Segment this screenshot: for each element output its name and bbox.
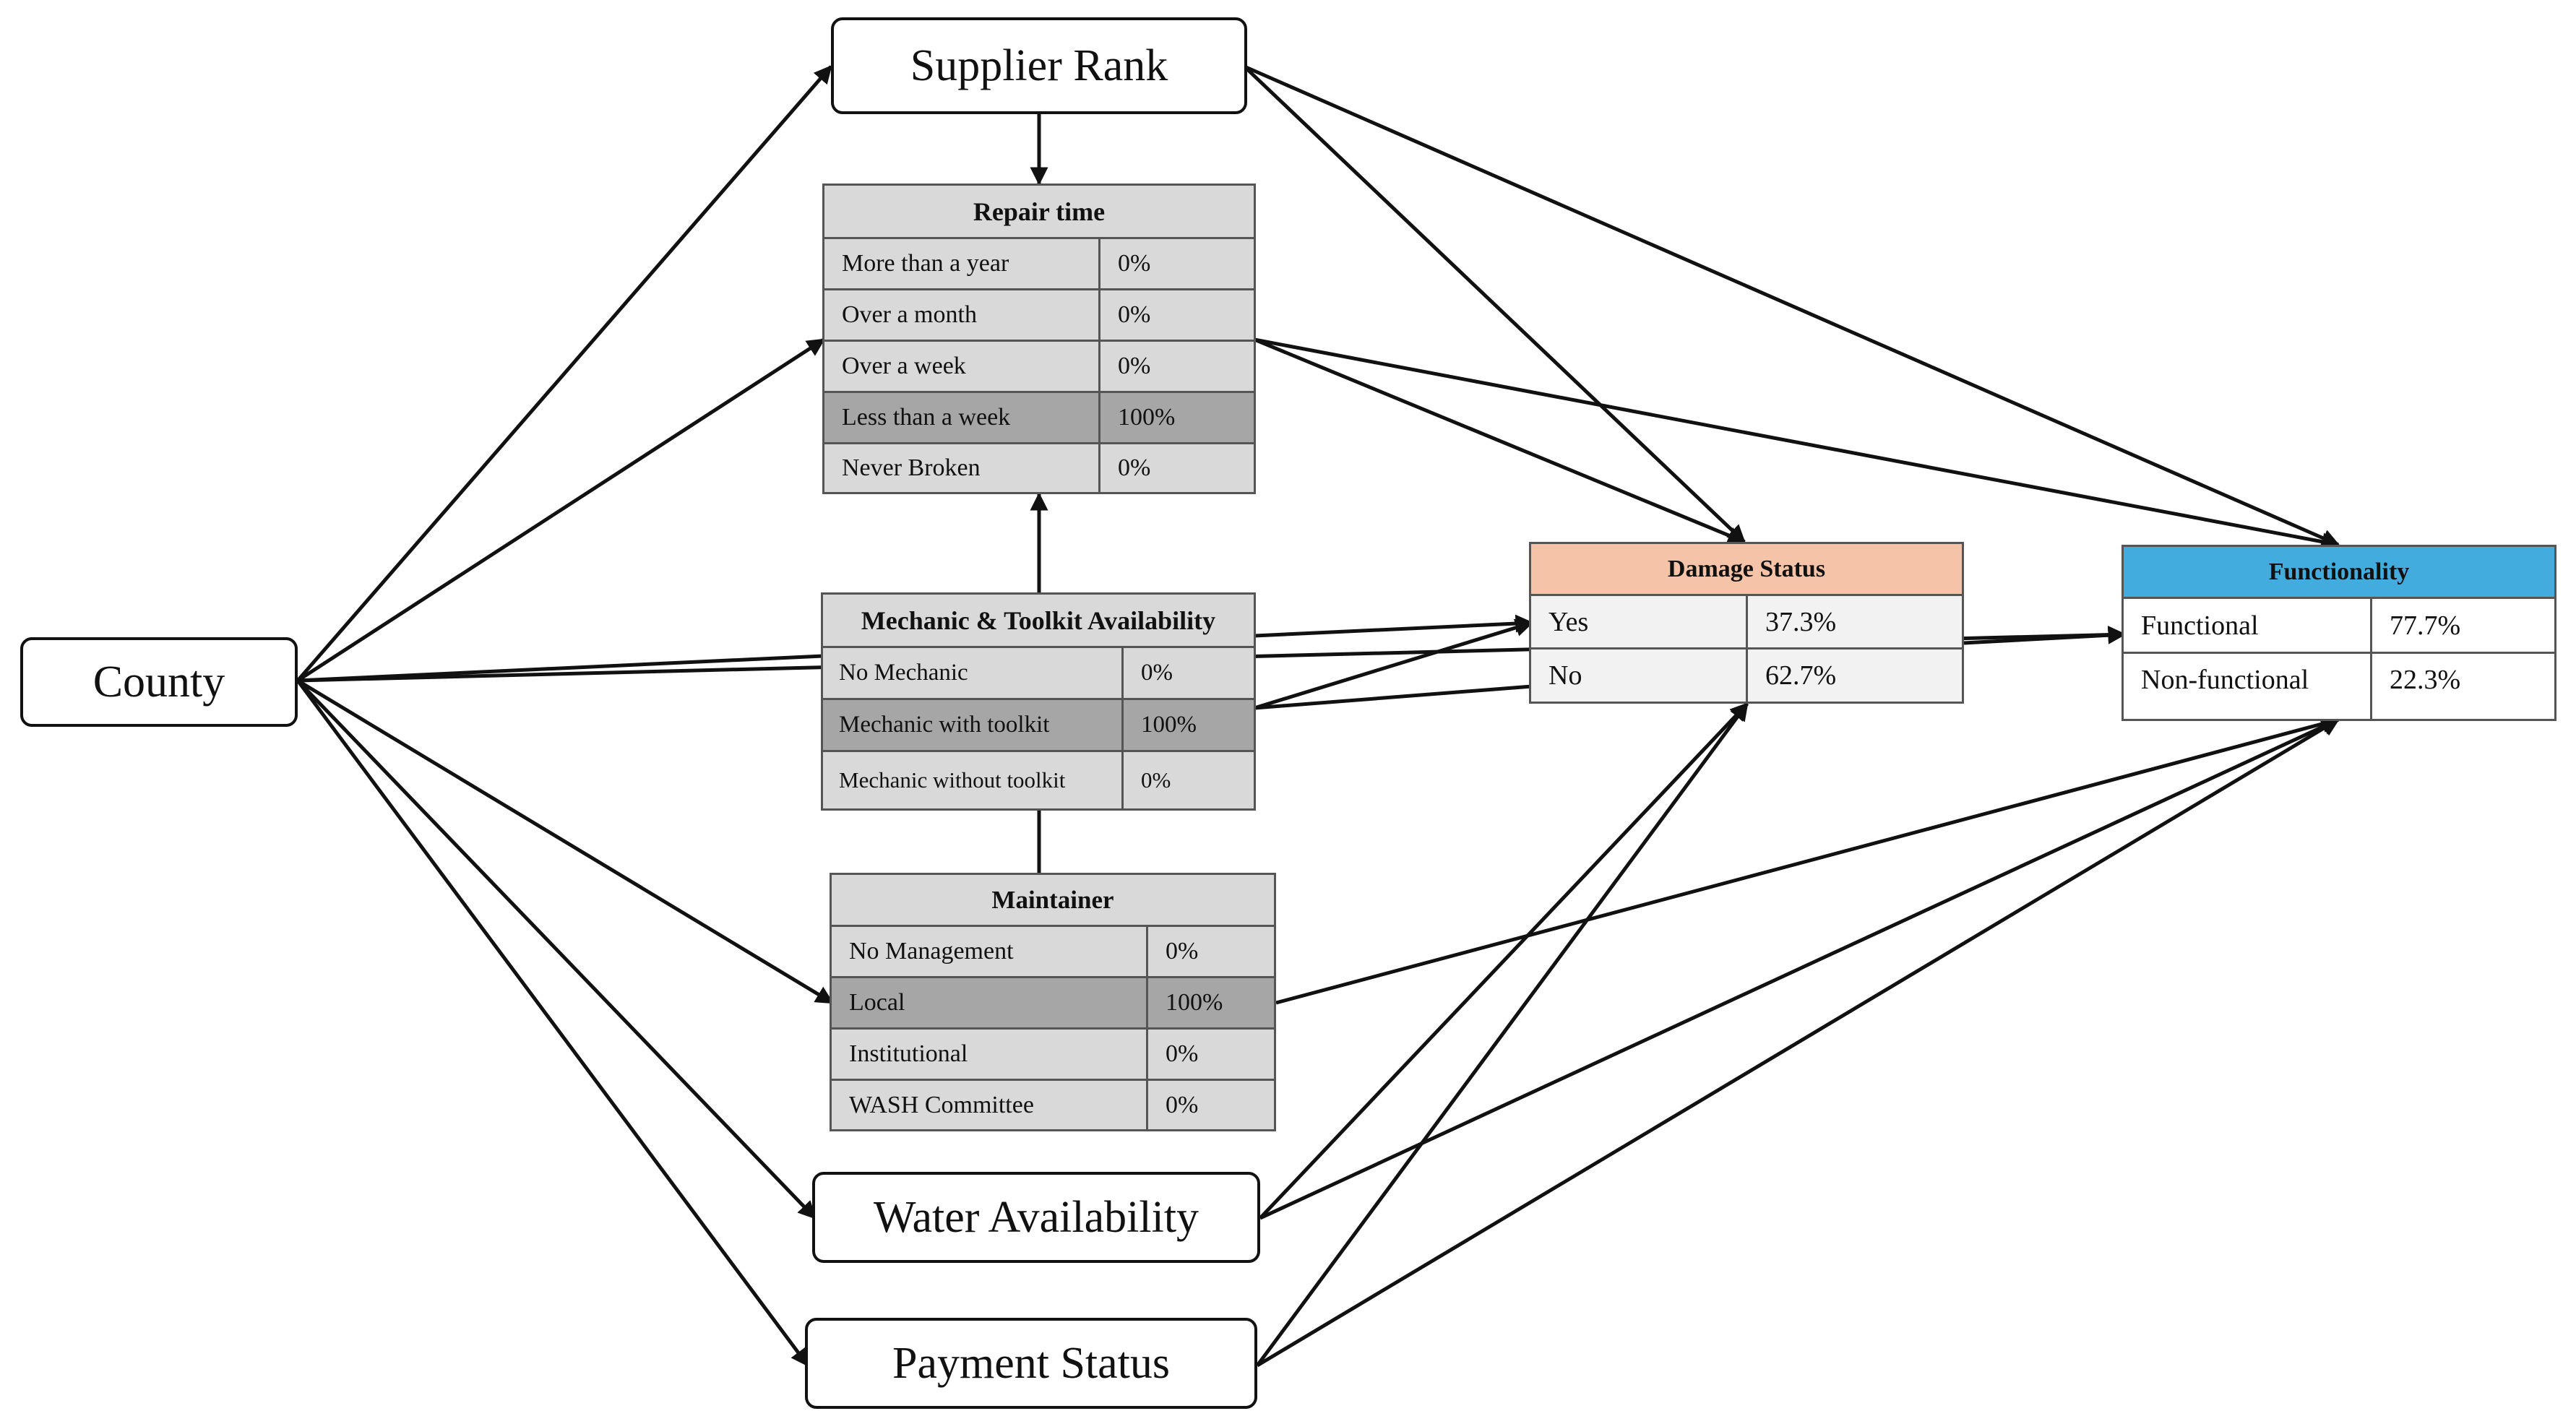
row-label: No — [1531, 650, 1748, 702]
row-value: 0% — [1118, 454, 1151, 481]
table-row: WASH Committee 0% — [832, 1081, 1274, 1129]
edge-water-damage — [1259, 702, 1749, 1220]
edge-supplier-damage — [1243, 65, 1746, 543]
edge-maintainer-functionality — [1275, 715, 2340, 1005]
edge-water-functionality — [1259, 717, 2340, 1220]
row-label: No Management — [832, 927, 1148, 976]
row-value: 0% — [1141, 660, 1173, 686]
table-row: Never Broken 0% — [824, 444, 1254, 492]
row-value: 77.7% — [2390, 610, 2461, 641]
table-row: Yes 37.3% — [1531, 596, 1962, 650]
edge-mechanic-functionality — [1254, 684, 1533, 710]
row-value: 37.3% — [1765, 606, 1837, 637]
damage-status-table: Damage Status Yes 37.3% No 62.7% — [1529, 542, 1964, 704]
edge-repair-damage — [1254, 337, 1746, 544]
edge-county-water — [296, 679, 817, 1220]
county-node: County — [20, 637, 298, 727]
row-label: Never Broken — [824, 444, 1100, 492]
row-label: Yes — [1531, 596, 1748, 647]
repair-time-table: Repair time More than a year 0% Over a m… — [822, 184, 1256, 494]
row-value: 0% — [1166, 1091, 1199, 1118]
row-label: Functional — [2124, 599, 2372, 652]
table-row: No Mechanic 0% — [823, 648, 1254, 700]
mechanic-toolkit-title: Mechanic & Toolkit Availability — [823, 595, 1254, 648]
row-label: More than a year — [824, 239, 1100, 288]
row-value: 0% — [1141, 767, 1171, 793]
row-label: Over a week — [824, 342, 1100, 391]
edge-mechanic-damage — [1254, 618, 1534, 710]
row-value: 100% — [1141, 712, 1197, 738]
edge-payment-damage — [1255, 702, 1749, 1367]
edge-repair-functionality — [1254, 337, 2340, 551]
table-row-selected: Local 100% — [832, 978, 1274, 1030]
water-availability-node: Water Availability — [812, 1172, 1260, 1263]
table-row: No Management 0% — [832, 927, 1274, 978]
edge-damage-functionality — [1963, 626, 2127, 645]
row-value: 0% — [1166, 1040, 1199, 1067]
row-value: 100% — [1166, 989, 1223, 1016]
supplier-rank-node: Supplier Rank — [831, 17, 1247, 114]
maintainer-title: Maintainer — [832, 875, 1274, 927]
table-row-selected: Mechanic with toolkit 100% — [823, 700, 1254, 752]
row-label: Over a month — [824, 290, 1100, 340]
row-label: Less than a week — [824, 393, 1100, 442]
edge-county-payment — [296, 679, 810, 1368]
row-value: 100% — [1118, 404, 1176, 431]
row-label: WASH Committee — [832, 1081, 1148, 1129]
damage-status-title: Damage Status — [1531, 544, 1962, 596]
repair-time-title: Repair time — [824, 186, 1254, 239]
row-label: Mechanic without toolkit — [823, 752, 1124, 808]
row-value: 0% — [1118, 250, 1151, 277]
table-row: Functional 77.7% — [2124, 599, 2554, 654]
row-value: 0% — [1166, 938, 1199, 965]
table-row: No 62.7% — [1531, 650, 1962, 702]
row-value: 0% — [1118, 301, 1151, 328]
row-label: Institutional — [832, 1030, 1148, 1079]
row-value: 62.7% — [1765, 660, 1837, 691]
edge-supplier-functionality — [1243, 64, 2340, 547]
maintainer-table: Maintainer No Management 0% Local 100% I… — [830, 873, 1276, 1131]
row-label: Local — [832, 978, 1148, 1027]
payment-status-node: Payment Status — [805, 1318, 1257, 1409]
table-row: Institutional 0% — [832, 1030, 1274, 1081]
functionality-title: Functionality — [2124, 547, 2554, 599]
table-row: More than a year 0% — [824, 239, 1254, 290]
table-row: Mechanic without toolkit 0% — [823, 752, 1254, 808]
table-row: Over a week 0% — [824, 342, 1254, 393]
functionality-table: Functionality Functional 77.7% Non-funct… — [2121, 545, 2556, 721]
row-value: 22.3% — [2390, 665, 2461, 695]
table-row-selected: Less than a week 100% — [824, 393, 1254, 444]
row-label: No Mechanic — [823, 648, 1124, 698]
edge-county-repair — [296, 337, 826, 683]
edge-county-maintainer — [296, 678, 835, 1005]
edge-payment-functionality — [1256, 717, 2340, 1368]
row-label: Mechanic with toolkit — [823, 700, 1124, 750]
table-row: Non-functional 22.3% — [2124, 654, 2554, 719]
mechanic-toolkit-table: Mechanic & Toolkit Availability No Mecha… — [821, 592, 1256, 811]
row-value: 0% — [1118, 353, 1151, 379]
table-row: Over a month 0% — [824, 290, 1254, 342]
row-label: Non-functional — [2124, 654, 2372, 719]
edge-county-supplier — [296, 65, 832, 682]
